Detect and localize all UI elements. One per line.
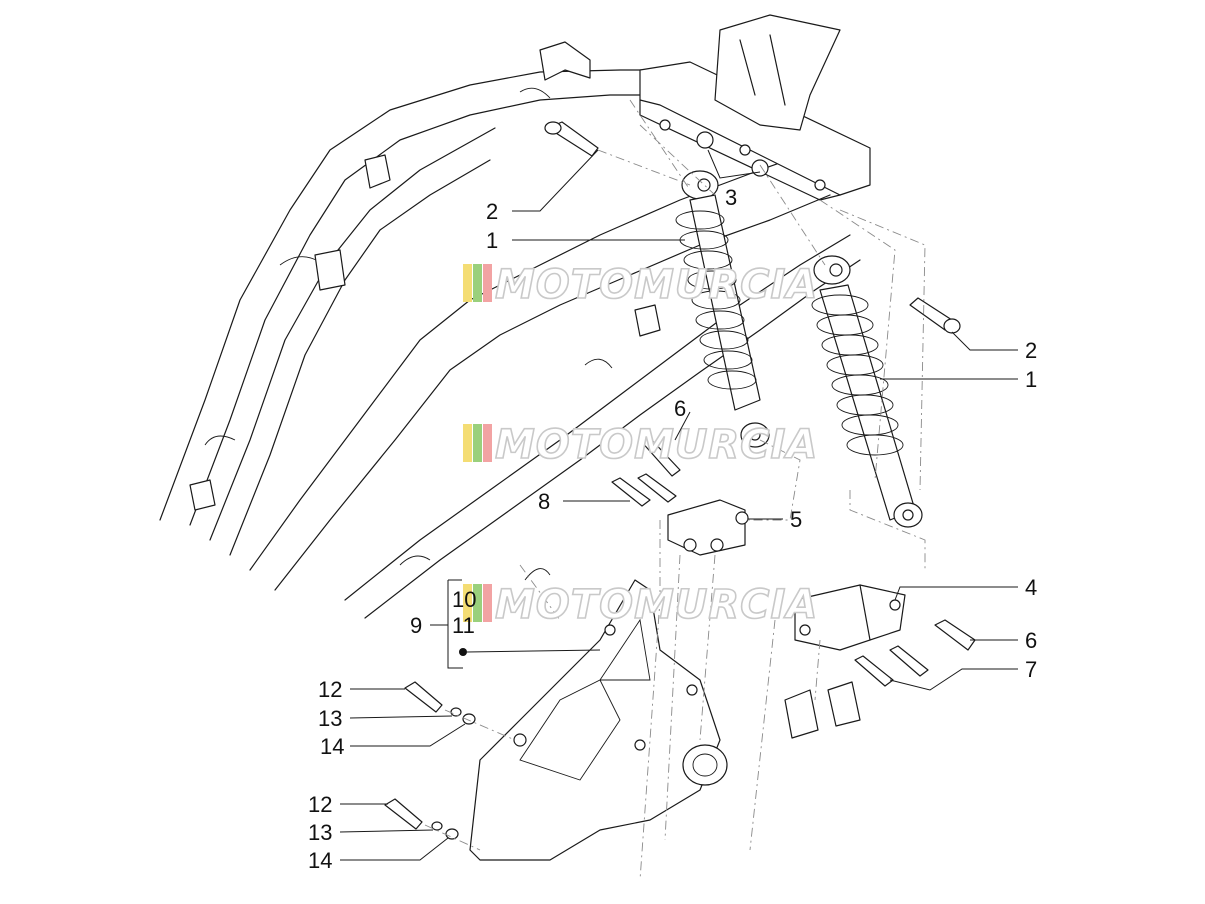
watermark-bottom: MOTOMURCIA <box>463 581 818 629</box>
callout-2-left: 2 <box>486 199 498 224</box>
bolts-mid <box>611 435 681 507</box>
watermark-stripe-1 <box>463 264 472 302</box>
callout-2-right: 2 <box>1025 338 1037 363</box>
callout-dot <box>459 648 467 656</box>
shock-absorber-right <box>811 255 923 528</box>
bolt-upper-left <box>544 121 599 157</box>
callout-4: 4 <box>1025 575 1037 600</box>
callout-13-top: 13 <box>318 706 342 731</box>
guide-lines <box>424 99 926 881</box>
watermark-top: MOTOMURCIA <box>463 261 818 309</box>
callout-1-left: 1 <box>486 228 498 253</box>
watermark-stripe-2 <box>473 584 482 622</box>
callout-1-right: 1 <box>1025 367 1037 392</box>
spring-coils-left <box>675 210 757 390</box>
callout-7: 7 <box>1025 657 1037 682</box>
watermark-stripe-3 <box>483 424 492 462</box>
callout-10: 10 <box>452 587 476 612</box>
watermark-stripe-2 <box>473 424 482 462</box>
watermark-text: MOTOMURCIA <box>495 262 818 308</box>
callout-6-middle: 6 <box>674 396 686 421</box>
lower-mount-bracket <box>667 499 749 556</box>
watermark-stripe-3 <box>483 264 492 302</box>
callout-13-bottom: 13 <box>308 820 332 845</box>
callout-14-top: 14 <box>320 734 344 759</box>
bolt-washer-set-bottom <box>384 798 459 840</box>
spring-coils-right <box>811 294 904 456</box>
callout-8: 8 <box>538 489 550 514</box>
rear-crossmember <box>639 14 871 201</box>
bolt-upper-right <box>909 297 961 334</box>
frame <box>159 41 861 619</box>
callout-9: 9 <box>410 613 422 638</box>
watermark-stripe-1 <box>463 584 472 622</box>
callout-5: 5 <box>790 507 802 532</box>
callout-3: 3 <box>725 185 737 210</box>
watermark-stripe-2 <box>473 264 482 302</box>
watermark-stripe-3 <box>483 584 492 622</box>
callout-labels: 2 1 3 2 1 6 8 5 4 6 7 9 10 11 12 13 14 1… <box>308 185 1037 873</box>
bolt-washer-set-top <box>404 681 476 725</box>
nuts-crossmember <box>696 131 769 177</box>
callout-12-bottom: 12 <box>308 792 332 817</box>
callout-11: 11 <box>452 613 475 638</box>
leader-lines <box>339 149 1018 861</box>
callout-6-right: 6 <box>1025 628 1037 653</box>
watermark-text: MOTOMURCIA <box>495 582 818 628</box>
watermark-text: MOTOMURCIA <box>495 422 818 468</box>
callout-14-bottom: 14 <box>308 848 332 873</box>
watermark-middle: MOTOMURCIA <box>463 421 818 469</box>
callout-12-top: 12 <box>318 677 342 702</box>
shock-absorber-left <box>675 170 770 448</box>
swing-arm <box>469 568 728 861</box>
right-mount-bracket <box>784 584 976 739</box>
watermark-stripe-1 <box>463 424 472 462</box>
